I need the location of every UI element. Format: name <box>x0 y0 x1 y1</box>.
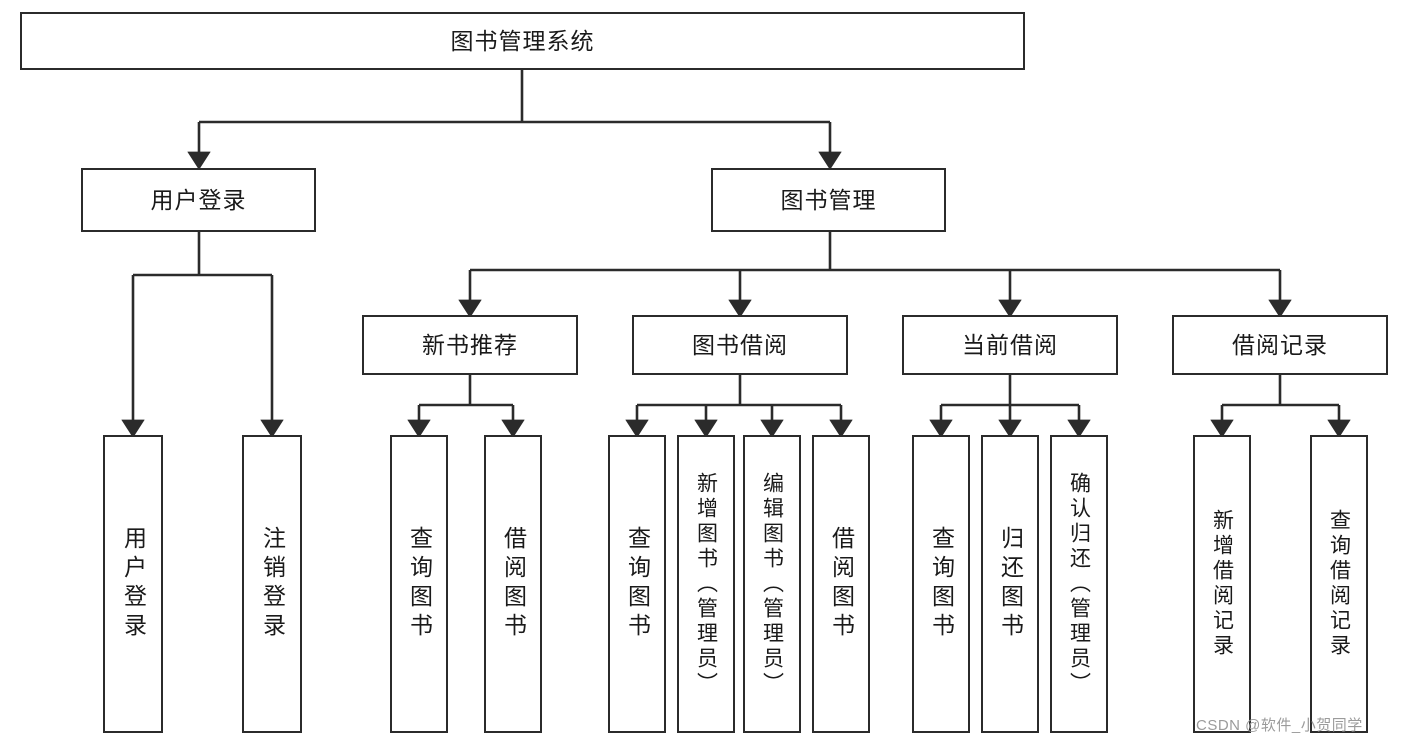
node-label: 查询图书 <box>624 526 651 642</box>
leaf-edit-book-admin[interactable]: 编辑图书（管理员） <box>743 435 801 733</box>
leaf-add-borrow-record[interactable]: 新增借阅记录 <box>1193 435 1251 733</box>
node-label: 注销登录 <box>259 526 286 642</box>
leaf-user-login[interactable]: 用户登录 <box>103 435 163 733</box>
node-label: 用户登录 <box>120 526 147 642</box>
node-label: 借阅记录 <box>1232 331 1328 358</box>
node-label: 归还图书 <box>997 526 1024 642</box>
node-label: 借阅图书 <box>500 526 527 642</box>
leaf-query-book-recommend[interactable]: 查询图书 <box>390 435 448 733</box>
leaf-borrow-book-recommend[interactable]: 借阅图书 <box>484 435 542 733</box>
leaf-add-book-admin[interactable]: 新增图书（管理员） <box>677 435 735 733</box>
node-label: 用户登录 <box>150 186 247 213</box>
leaf-query-book-borrow[interactable]: 查询图书 <box>608 435 666 733</box>
node-label: 编辑图书（管理员） <box>760 471 784 697</box>
leaf-return-book[interactable]: 归还图书 <box>981 435 1039 733</box>
node-label: 确认归还（管理员） <box>1067 471 1091 697</box>
node-book-borrow[interactable]: 图书借阅 <box>632 315 848 375</box>
node-label: 新增图书（管理员） <box>694 471 718 697</box>
node-current-borrow[interactable]: 当前借阅 <box>902 315 1118 375</box>
leaf-confirm-return-admin[interactable]: 确认归还（管理员） <box>1050 435 1108 733</box>
node-label: 图书管理系统 <box>450 27 595 54</box>
node-borrow-record[interactable]: 借阅记录 <box>1172 315 1388 375</box>
leaf-query-book-current[interactable]: 查询图书 <box>912 435 970 733</box>
node-book-management[interactable]: 图书管理 <box>711 168 946 232</box>
node-label: 借阅图书 <box>828 526 855 642</box>
node-label: 查询借阅记录 <box>1327 509 1351 659</box>
node-label: 新书推荐 <box>422 331 518 358</box>
node-new-book-recommend[interactable]: 新书推荐 <box>362 315 578 375</box>
node-label: 图书借阅 <box>692 331 788 358</box>
leaf-query-borrow-record[interactable]: 查询借阅记录 <box>1310 435 1368 733</box>
leaf-borrow-book[interactable]: 借阅图书 <box>812 435 870 733</box>
node-label: 当前借阅 <box>962 331 1058 358</box>
csdn-watermark: CSDN @软件_小贺同学 <box>1196 717 1363 734</box>
leaf-logout[interactable]: 注销登录 <box>242 435 302 733</box>
node-user-login[interactable]: 用户登录 <box>81 168 316 232</box>
node-label: 图书管理 <box>780 186 877 213</box>
node-root-system[interactable]: 图书管理系统 <box>20 12 1025 70</box>
node-label: 查询图书 <box>928 526 955 642</box>
node-label: 查询图书 <box>406 526 433 642</box>
node-label: 新增借阅记录 <box>1210 509 1234 659</box>
